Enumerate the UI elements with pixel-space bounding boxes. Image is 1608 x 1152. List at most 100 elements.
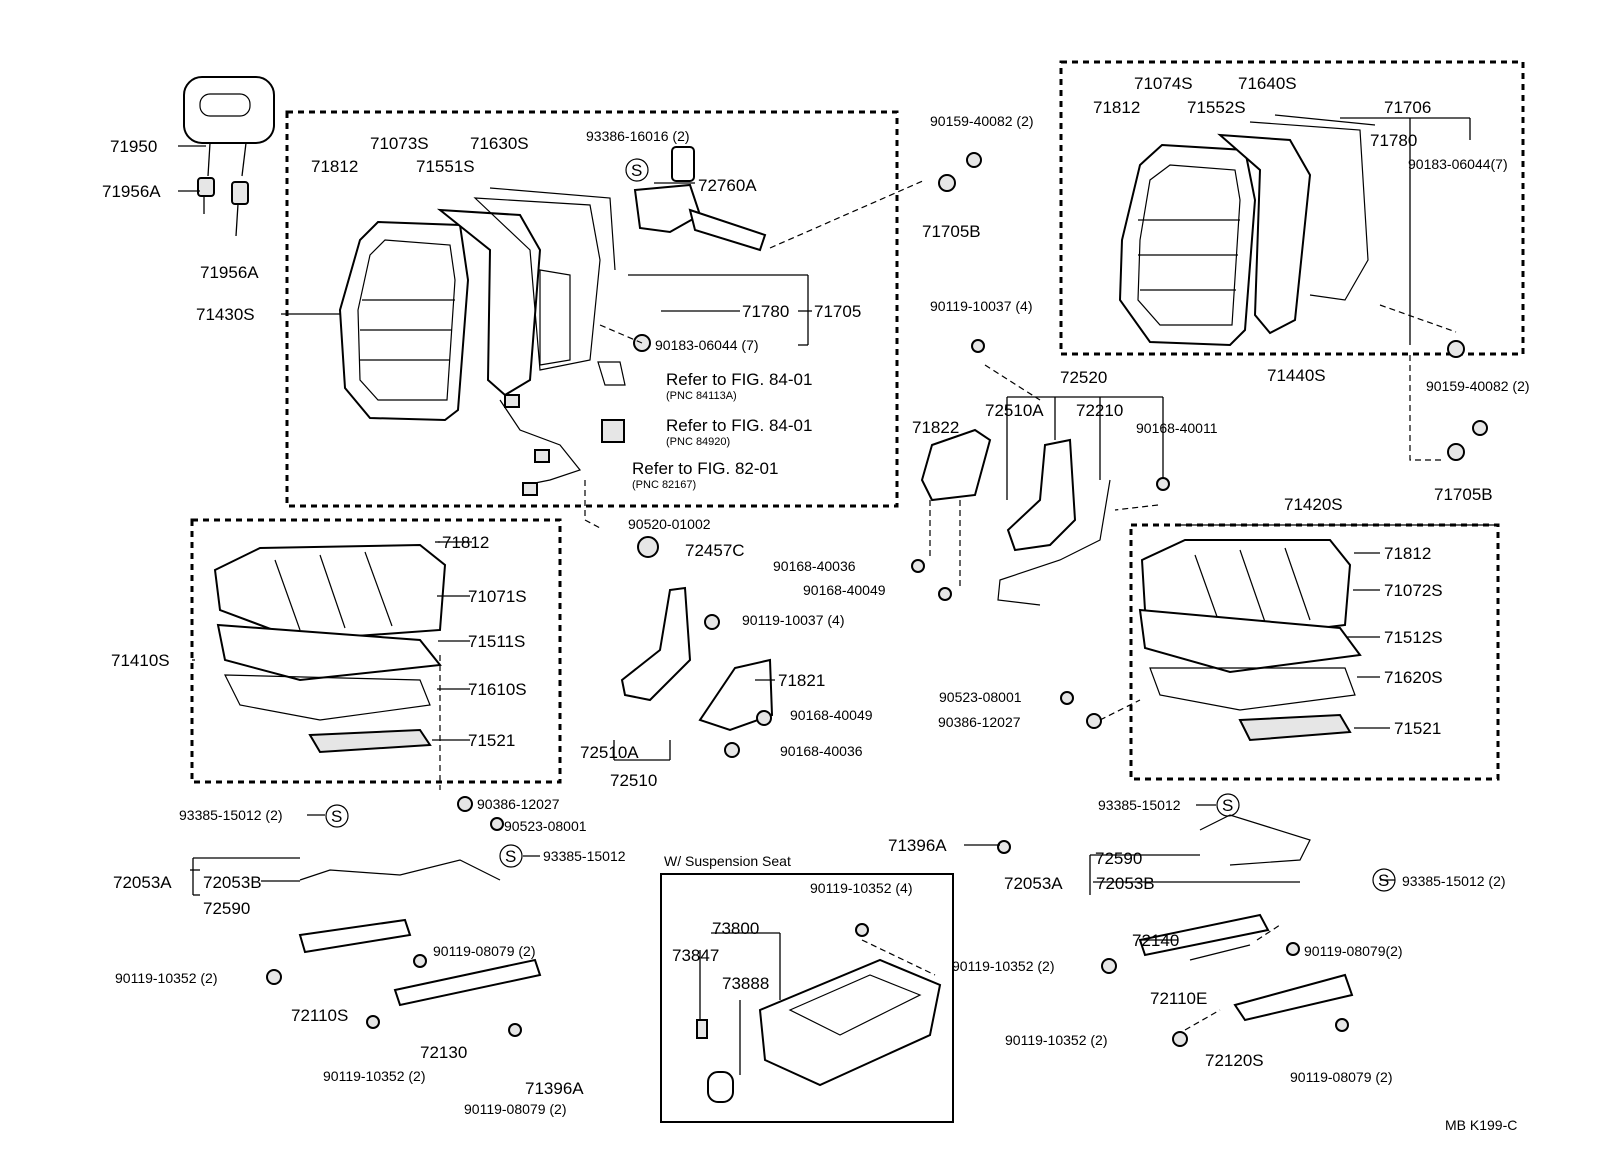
label-72053a-a: 72053A	[113, 873, 172, 892]
label-93385-b: 93385-15012	[543, 848, 626, 864]
ref-fig-84-01-a: Refer to FIG. 84-01	[666, 370, 812, 389]
figure-code: MB K199-C	[1445, 1117, 1517, 1133]
label-72590-a: 72590	[203, 899, 250, 918]
seatback-icon	[338, 187, 616, 422]
label-71705b-a: 71705B	[922, 222, 981, 241]
recliner-motor-icon	[633, 146, 767, 252]
label-71620s: 71620S	[1384, 668, 1443, 687]
label-71410s: 71410S	[111, 651, 170, 670]
label-72510a-b: 72510A	[580, 743, 639, 762]
label-71812-b: 71812	[442, 533, 489, 552]
svg-text:S: S	[1378, 871, 1389, 890]
dashed-assembly-lines	[439, 179, 1457, 1031]
label-72457c: 72457C	[685, 541, 745, 560]
seat-harness-icon	[499, 394, 582, 496]
suspension-seat-title: W/ Suspension Seat	[664, 853, 791, 869]
label-71512s: 71512S	[1384, 628, 1443, 647]
label-71640s: 71640S	[1238, 74, 1297, 93]
suspension-seat-box	[660, 873, 954, 1123]
label-90119-10352-c: 90119-10352 (4)	[810, 880, 912, 896]
label-71521-a: 71521	[468, 731, 515, 750]
label-72110e: 72110E	[1150, 989, 1207, 1008]
label-90168-40011: 90168-40011	[1136, 420, 1218, 436]
label-71420s: 71420S	[1284, 495, 1343, 514]
label-72130: 72130	[420, 1043, 467, 1062]
label-71552s: 71552S	[1187, 98, 1246, 117]
label-71956a-bottom: 71956A	[200, 263, 259, 282]
label-73847: 73847	[672, 946, 719, 965]
label-71521-b: 71521	[1394, 719, 1441, 738]
label-90386-b: 90386-12027	[477, 796, 560, 812]
recliner-bracket-icon	[620, 428, 1077, 732]
label-90168-40049-b: 90168-40049	[790, 707, 873, 723]
label-90119-08079-c: 90119-08079(2)	[1304, 943, 1403, 959]
cable-icon	[299, 479, 1311, 881]
label-90119-10352-b: 90119-10352 (2)	[323, 1068, 425, 1084]
label-90183-a: 90183-06044 (7)	[655, 337, 759, 353]
svg-text:S: S	[1222, 796, 1233, 815]
seat-track-icon	[298, 913, 1354, 1022]
label-93385-a: 93385-15012 (2)	[179, 807, 283, 823]
label-71551s: 71551S	[416, 157, 475, 176]
cushion-left-group-box	[190, 518, 562, 784]
label-71956a-top: 71956A	[102, 182, 161, 201]
label-71396a-a: 71396A	[525, 1079, 584, 1098]
label-90119-10352-d: 90119-10352 (2)	[952, 958, 1054, 974]
seatback-right-group-box	[1059, 60, 1525, 356]
label-71821: 71821	[778, 671, 825, 690]
label-90119-10352-e: 90119-10352 (2)	[1005, 1032, 1107, 1048]
label-71822: 71822	[912, 418, 959, 437]
seatback-left-group-box	[285, 110, 899, 508]
label-71812-d: 71812	[1384, 544, 1431, 563]
label-90119-08079-d: 90119-08079 (2)	[1290, 1069, 1392, 1085]
clip-s-letters: S S S S S	[331, 161, 1389, 890]
label-72510: 72510	[610, 771, 657, 790]
label-71430s: 71430S	[196, 305, 255, 324]
label-73888: 73888	[722, 974, 769, 993]
cushion-right-group-box	[1129, 523, 1500, 781]
label-71074s: 71074S	[1134, 74, 1193, 93]
label-90119-08079-a: 90119-08079 (2)	[433, 943, 535, 959]
headrest-icon	[183, 76, 275, 237]
label-71511s: 71511S	[468, 632, 525, 651]
label-90168-40049-a: 90168-40049	[803, 582, 886, 598]
label-90119-10037-b: 90119-10037 (4)	[742, 612, 844, 628]
ref-pnc-84113a: (PNC 84113A)	[666, 390, 737, 402]
label-71630s: 71630S	[470, 134, 529, 153]
label-90159-a: 90159-40082 (2)	[930, 113, 1034, 129]
label-72760a: 72760A	[698, 176, 757, 195]
switch-box-icon	[597, 361, 626, 443]
seatback-icon-right	[1118, 114, 1376, 347]
label-90168-40036-b: 90168-40036	[780, 743, 863, 759]
ref-fig-82-01: Refer to FIG. 82-01	[632, 459, 778, 478]
label-71705b-b: 71705B	[1434, 485, 1493, 504]
label-71072s: 71072S	[1384, 581, 1443, 600]
label-90183-b: 90183-06044(7)	[1408, 156, 1508, 172]
suspension-seat-icon	[696, 958, 942, 1103]
label-90523-b: 90523-08001	[504, 818, 587, 834]
label-90520: 90520-01002	[628, 516, 711, 532]
label-71610s: 71610S	[468, 680, 527, 699]
label-72140: 72140	[1132, 931, 1179, 950]
label-90523-a: 90523-08001	[939, 689, 1022, 705]
svg-text:S: S	[331, 807, 342, 826]
label-90119-08079-b: 90119-08079 (2)	[464, 1101, 566, 1117]
label-90159-b: 90159-40082 (2)	[1426, 378, 1530, 394]
svg-text:S: S	[631, 161, 642, 180]
label-71073s: 71073S	[370, 134, 429, 153]
label-90386-a: 90386-12027	[938, 714, 1021, 730]
ref-pnc-82167: (PNC 82167)	[632, 479, 696, 491]
leader-lines	[178, 117, 1498, 1075]
label-93385-c: 93385-15012	[1098, 797, 1181, 813]
label-72053b-b: 72053B	[1096, 874, 1155, 893]
label-72120s: 72120S	[1205, 1051, 1264, 1070]
svg-text:S: S	[505, 847, 516, 866]
label-72053a-b: 72053A	[1004, 874, 1063, 893]
label-73800: 73800	[712, 919, 759, 938]
cushion-icon	[213, 543, 447, 754]
label-71706: 71706	[1384, 98, 1431, 117]
ref-fig-84-01-b: Refer to FIG. 84-01	[666, 416, 812, 435]
cushion-icon-right	[1138, 539, 1362, 742]
